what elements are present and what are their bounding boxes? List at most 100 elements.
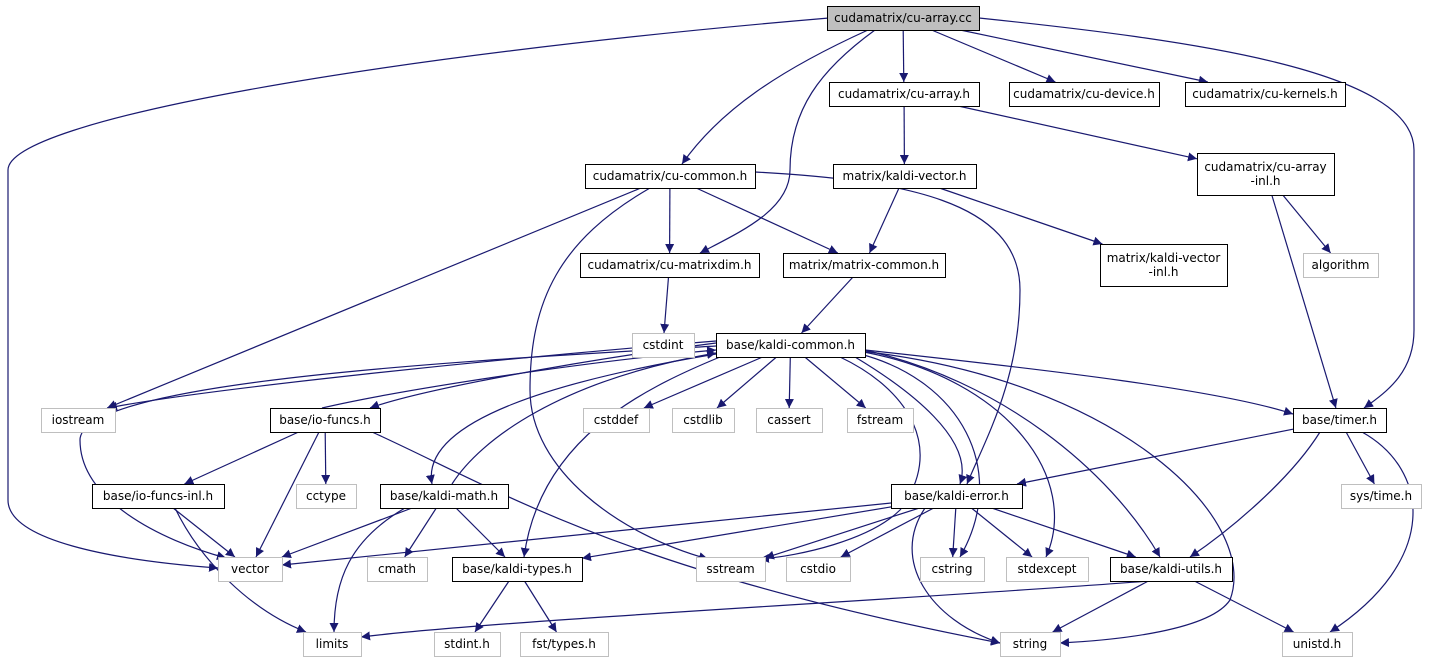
node-box xyxy=(303,632,362,657)
node-string: string xyxy=(1000,632,1061,657)
node-label: cmath xyxy=(378,562,416,576)
node-label: cctype xyxy=(306,489,346,503)
node-label: cudamatrix/cu-device.h xyxy=(1013,87,1155,101)
node-algorithm: algorithm xyxy=(1303,253,1379,278)
node-cstring: cstring xyxy=(920,557,985,582)
node-box xyxy=(1009,82,1160,107)
node-timer-h[interactable]: base/timer.h xyxy=(1293,408,1387,433)
node-label: fstream xyxy=(857,413,903,427)
edge-kaldi-common-h-to-fstream xyxy=(804,356,867,409)
edge-kaldi-math-h-to-kaldi-types-h xyxy=(455,507,506,558)
edge-kaldi-common-h-to-kaldi-utils-h xyxy=(863,349,1161,558)
node-label: cudamatrix/cu-array xyxy=(1204,160,1326,174)
edge-io-funcs-h-to-io-funcs-inl-h xyxy=(184,431,299,485)
node-box xyxy=(829,82,980,107)
node-kaldi-common-h[interactable]: base/kaldi-common.h xyxy=(716,333,866,358)
node-kaldi-vector-h[interactable]: matrix/kaldi-vector.h xyxy=(833,164,977,189)
node-box xyxy=(716,333,866,358)
node-fstream: fstream xyxy=(847,408,914,433)
node-matrix-common-h[interactable]: matrix/matrix-common.h xyxy=(783,253,946,278)
edge-cu-common-h-to-kaldi-error-h xyxy=(754,171,1021,485)
edge-kaldi-common-h-to-string xyxy=(859,350,1235,648)
edge-timer-h-to-unistd-h xyxy=(1329,431,1414,633)
node-label: cstddef xyxy=(594,413,639,427)
edge-cu-common-h-to-sstream xyxy=(529,187,709,561)
node-box xyxy=(1110,557,1233,582)
node-label: limits xyxy=(316,637,349,651)
edge-kaldi-common-h-to-cstring xyxy=(859,353,981,558)
node-box xyxy=(92,484,225,509)
node-box xyxy=(1197,153,1335,196)
node-sstream: sstream xyxy=(696,557,766,582)
node-box xyxy=(1341,484,1422,509)
node-box xyxy=(756,408,823,433)
node-label: matrix/kaldi-vector.h xyxy=(843,169,967,183)
node-stdexcept: stdexcept xyxy=(1006,557,1089,582)
edge-kaldi-math-h-to-limits xyxy=(329,507,406,633)
edge-root-to-cu-matrixdim-h xyxy=(699,29,876,254)
node-kaldi-utils-h[interactable]: base/kaldi-utils.h xyxy=(1110,557,1233,582)
node-kaldi-error-h[interactable]: base/kaldi-error.h xyxy=(891,484,1023,509)
node-box xyxy=(367,557,428,582)
edge-kaldi-math-h-to-cmath xyxy=(404,507,437,558)
node-kaldi-math-h[interactable]: base/kaldi-math.h xyxy=(380,484,509,509)
edge-kaldi-common-h-to-cstddef xyxy=(643,356,763,409)
node-cassert: cassert xyxy=(756,408,823,433)
edge-root-to-vector xyxy=(7,17,830,572)
node-label: vector xyxy=(231,562,269,576)
node-box xyxy=(833,164,977,189)
edge-timer-h-to-kaldi-utils-h xyxy=(1189,431,1321,558)
node-label: base/kaldi-common.h xyxy=(726,338,855,352)
node-label: base/kaldi-types.h xyxy=(462,562,572,576)
edge-root-to-cu-common-h xyxy=(681,29,869,165)
edge-kaldi-common-h-to-cassert xyxy=(784,356,794,409)
node-label: fst/types.h xyxy=(532,637,596,651)
node-box xyxy=(218,557,283,582)
edge-kaldi-error-h-to-sstream xyxy=(764,507,920,560)
node-label: base/timer.h xyxy=(1302,413,1377,427)
node-label: base/io-funcs-inl.h xyxy=(103,489,213,503)
node-box xyxy=(1100,244,1228,287)
node-vector: vector xyxy=(218,557,283,582)
node-label: cudamatrix/cu-array.h xyxy=(838,87,970,101)
node-label: matrix/kaldi-vector xyxy=(1107,251,1221,265)
node-box xyxy=(296,484,357,509)
node-box xyxy=(580,253,760,278)
node-box xyxy=(1293,408,1387,433)
node-io-funcs-inl-h[interactable]: base/io-funcs-inl.h xyxy=(92,484,225,509)
node-box xyxy=(434,632,501,657)
node-kaldi-vector-inl-h[interactable]: matrix/kaldi-vector-inl.h xyxy=(1100,244,1228,287)
node-cu-device-h[interactable]: cudamatrix/cu-device.h xyxy=(1009,82,1160,107)
node-cu-kernels-h[interactable]: cudamatrix/cu-kernels.h xyxy=(1185,82,1346,107)
node-io-funcs-h[interactable]: base/io-funcs.h xyxy=(270,408,381,433)
node-box xyxy=(672,408,735,433)
node-label: stdexcept xyxy=(1018,562,1077,576)
node-cu-matrixdim-h[interactable]: cudamatrix/cu-matrixdim.h xyxy=(580,253,760,278)
node-unistd-h: unistd.h xyxy=(1282,632,1353,657)
node-root[interactable]: cudamatrix/cu-array.cc xyxy=(827,6,980,31)
node-stdint-h: stdint.h xyxy=(434,632,501,657)
edge-io-funcs-h-to-string xyxy=(371,431,1001,646)
edge-kaldi-error-h-to-kaldi-types-h xyxy=(581,506,892,562)
node-cstdio: cstdio xyxy=(786,557,851,582)
edge-root-to-cu-device-h xyxy=(931,29,1056,83)
edge-cu-matrixdim-h-to-cstdint xyxy=(660,276,670,334)
node-cstddef: cstddef xyxy=(583,408,650,433)
node-label: stdint.h xyxy=(444,637,490,651)
edge-kaldi-error-h-to-string xyxy=(911,507,1001,645)
node-label: matrix/matrix-common.h xyxy=(789,258,939,272)
node-label: cudamatrix/cu-kernels.h xyxy=(1192,87,1338,101)
node-cu-array-h[interactable]: cudamatrix/cu-array.h xyxy=(829,82,980,107)
node-sys-time-h: sys/time.h xyxy=(1341,484,1422,509)
edge-kaldi-types-h-to-stdint-h xyxy=(474,580,510,633)
node-cu-array-inl-h[interactable]: cudamatrix/cu-array-inl.h xyxy=(1197,153,1335,196)
node-kaldi-types-h[interactable]: base/kaldi-types.h xyxy=(452,557,583,582)
node-label: -inl.h xyxy=(1148,265,1178,279)
edge-io-funcs-h-to-cctype xyxy=(321,431,331,485)
node-box xyxy=(270,408,381,433)
node-box xyxy=(41,408,116,433)
edge-kaldi-common-h-to-kaldi-error-h xyxy=(854,356,968,485)
node-cu-common-h[interactable]: cudamatrix/cu-common.h xyxy=(585,164,756,189)
node-box xyxy=(583,408,650,433)
edge-kaldi-common-h-to-kaldi-math-h xyxy=(425,353,717,485)
